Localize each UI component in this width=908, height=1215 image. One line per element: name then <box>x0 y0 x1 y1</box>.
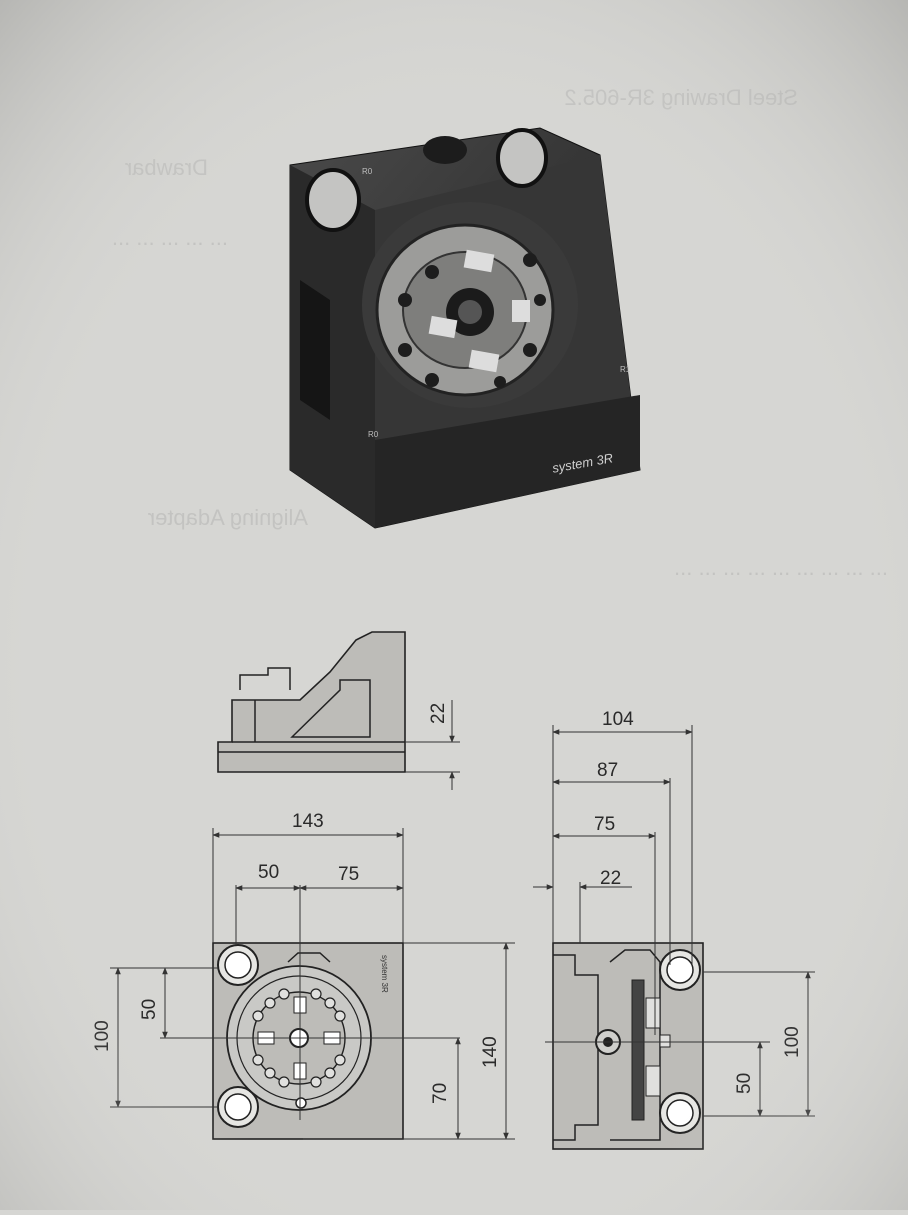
end-dim-75: 75 <box>594 814 615 835</box>
photo-mark-r0-top: R0 <box>362 167 373 176</box>
bleed-line-1: Steel Drawing 3R-605.2 <box>564 85 798 110</box>
front-dim-100-left: 100 <box>92 1020 113 1052</box>
side-dim-22: 22 <box>428 703 449 724</box>
front-view-drawing: system 3R 143 50 75 100 50 70 140 <box>92 811 515 1140</box>
bleed-line-4: Aligning Adapter <box>148 505 308 530</box>
front-label-text: system 3R <box>380 955 389 993</box>
photo-mark-r0-bottom: R0 <box>368 430 379 439</box>
front-dim-70: 70 <box>430 1083 451 1104</box>
bleed-line-5: ... ... ... ... ... ... ... ... ... <box>674 555 888 580</box>
bleed-line-3: ... ... ... ... ... <box>112 225 228 250</box>
front-dim-143: 143 <box>292 811 324 832</box>
end-dim-104: 104 <box>602 709 634 730</box>
end-dim-100-right: 100 <box>782 1026 803 1058</box>
front-dim-140: 140 <box>480 1036 501 1068</box>
end-dim-50-right: 50 <box>734 1073 755 1094</box>
front-dim-50-left: 50 <box>139 999 160 1020</box>
product-photo: R0 R0 R1 system 3R <box>289 127 641 529</box>
photo-mark-r1: R1 <box>620 365 631 374</box>
bleed-line-2: Drawbar <box>125 155 208 180</box>
side-view-drawing: 22 <box>217 631 460 790</box>
front-dim-75-top: 75 <box>338 864 359 885</box>
front-dim-50-top: 50 <box>258 862 279 883</box>
end-dim-22: 22 <box>600 868 621 889</box>
end-dim-87: 87 <box>597 760 618 781</box>
end-view-drawing: 104 87 75 22 50 100 <box>533 709 815 1150</box>
